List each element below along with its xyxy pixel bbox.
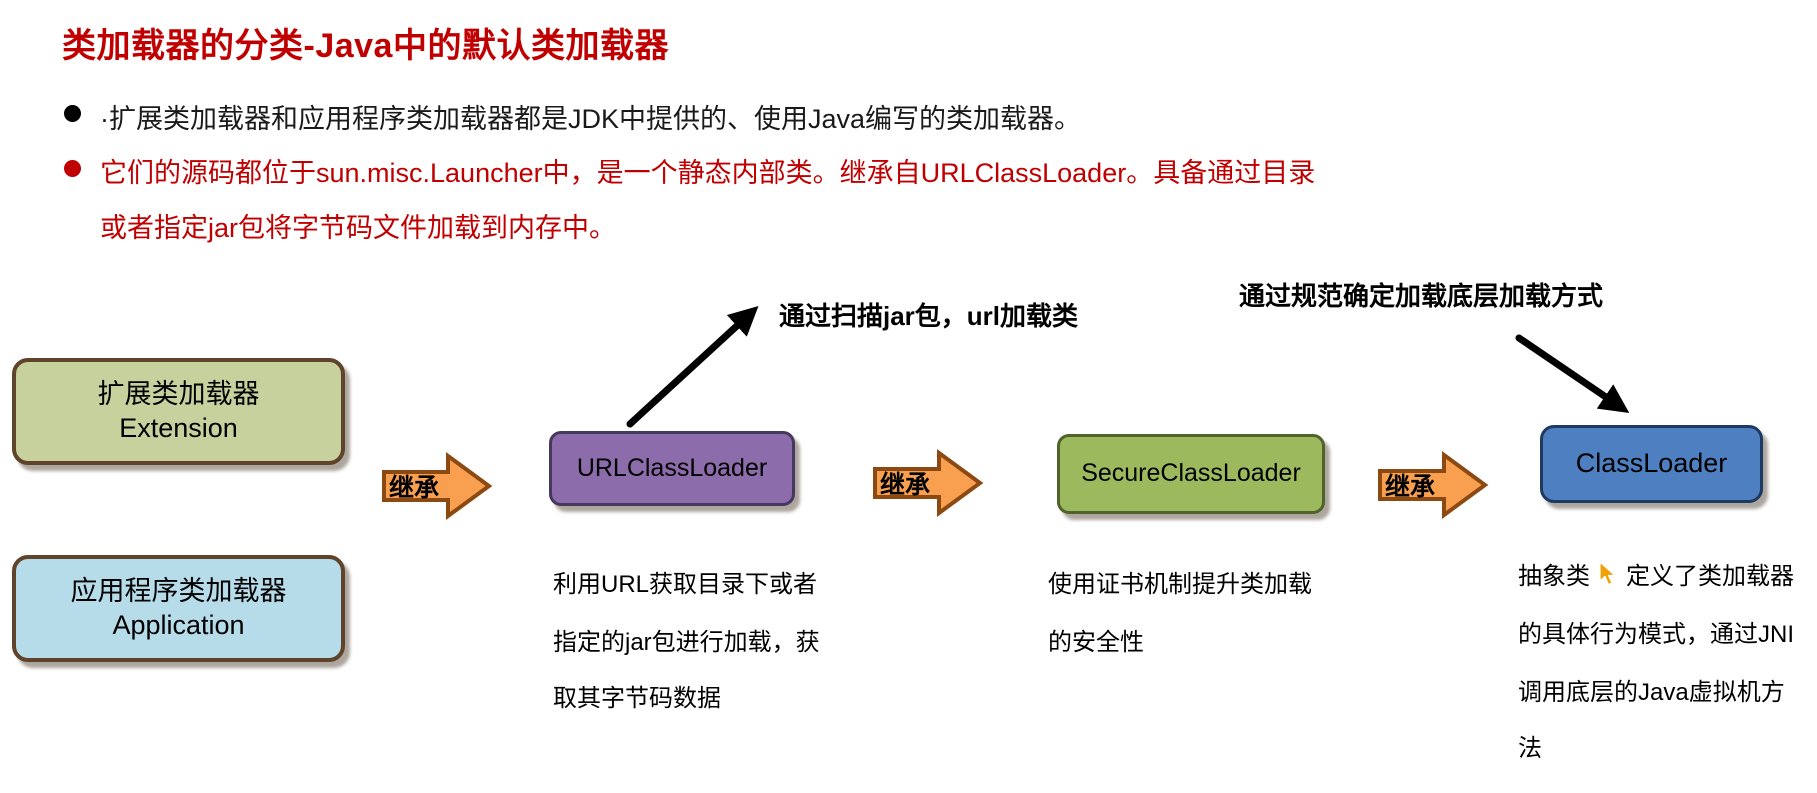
node-classloader-label: ClassLoader	[1575, 448, 1728, 479]
bullet-text-jdk: ·扩展类加载器和应用程序类加载器都是JDK中提供的、使用Java编写的类加载器。	[100, 104, 1082, 134]
inherit-label-2: 继承	[879, 471, 930, 499]
desc-classloader-line3: 调用底层的Java虚拟机方	[1518, 679, 1785, 706]
desc-classloader-line1-before: 抽象类	[1518, 563, 1590, 590]
mouse-cursor-icon	[1598, 560, 1618, 587]
node-extension-label-cn: 扩展类加载器	[97, 378, 260, 409]
desc-url-line3: 取其字节码数据	[553, 685, 721, 712]
node-application-classloader: 应用程序类加载器 Application	[12, 555, 345, 662]
block-arrow-icon	[873, 449, 984, 517]
inherit-arrow-2: 继承	[872, 448, 984, 518]
desc-classloader-line1: 抽象类 定义了类加载器	[1518, 556, 1794, 591]
inherit-label-3: 继承	[1384, 473, 1435, 501]
diagonal-arrow-to-classloader	[1515, 334, 1630, 413]
desc-secure-line1: 使用证书机制提升类加载	[1048, 571, 1312, 598]
node-urlclassloader: URLClassLoader	[549, 431, 795, 506]
desc-classloader-line1-after: 定义了类加载器	[1626, 563, 1794, 590]
desc-classloader-line4: 法	[1518, 735, 1542, 762]
node-urlclassloader-label: URLClassLoader	[576, 453, 768, 482]
block-arrow-icon	[382, 452, 493, 520]
inherit-label-1: 继承	[388, 474, 439, 502]
desc-secure-line2: 的安全性	[1048, 629, 1144, 656]
bullet-text-launcher-line1: 它们的源码都位于sun.misc.Launcher中，是一个静态内部类。继承自U…	[100, 158, 1316, 188]
inherit-arrow-1: 继承	[381, 451, 493, 521]
node-classloader: ClassLoader	[1540, 425, 1763, 503]
node-application-label-cn: 应用程序类加载器	[70, 575, 287, 606]
bullet-marker-red	[64, 160, 81, 177]
desc-url-line2: 指定的jar包进行加载，获	[553, 629, 820, 656]
annotation-spec: 通过规范确定加载底层加载方式	[1239, 281, 1604, 311]
inherit-arrow-3: 继承	[1377, 450, 1489, 520]
page-title: 类加载器的分类-Java中的默认类加载器	[62, 27, 669, 65]
node-application-label-en: Application	[112, 609, 245, 640]
desc-url-line1: 利用URL获取目录下或者	[553, 571, 818, 598]
node-extension-classloader: 扩展类加载器 Extension	[12, 358, 345, 465]
bullet-marker-black	[64, 105, 81, 122]
block-arrow-icon	[1378, 451, 1489, 519]
bullet-text-launcher-line2: 或者指定jar包将字节码文件加载到内存中。	[100, 213, 617, 243]
diagonal-arrow-to-url-annotation	[626, 306, 759, 428]
annotation-url-scan: 通过扫描jar包，url加载类	[779, 301, 1079, 331]
node-secureclassloader: SecureClassLoader	[1057, 434, 1325, 514]
node-secureclassloader-label: SecureClassLoader	[1081, 459, 1301, 488]
desc-classloader-line2: 的具体行为模式，通过JNI	[1518, 621, 1794, 648]
node-extension-label-en: Extension	[119, 412, 238, 443]
